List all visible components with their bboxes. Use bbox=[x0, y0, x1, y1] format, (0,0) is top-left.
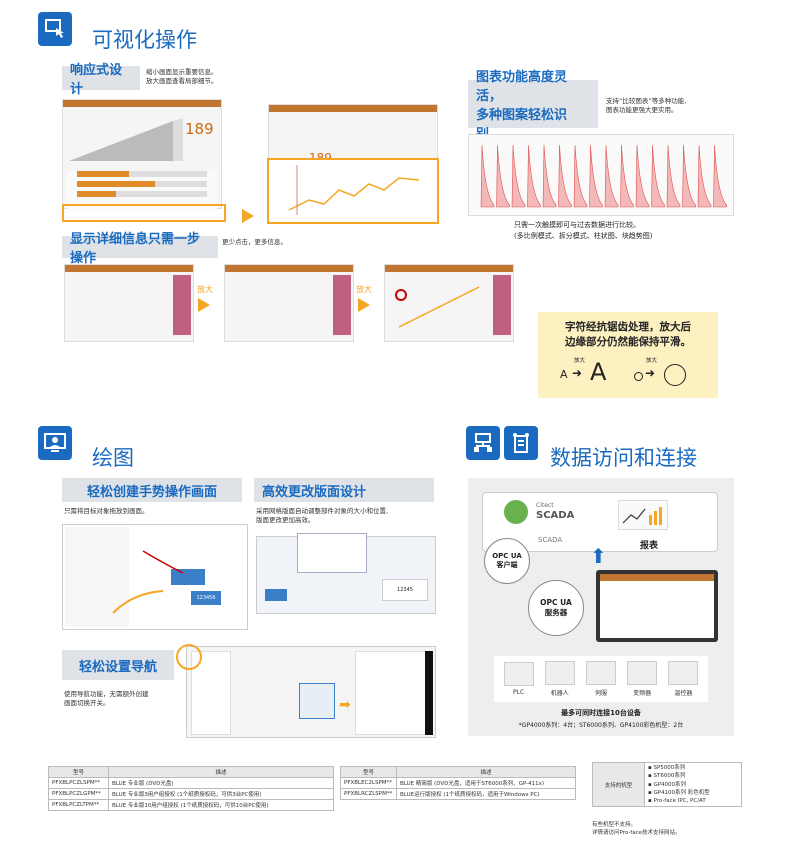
detail-screenshot-3 bbox=[384, 264, 514, 342]
chart-screenshot bbox=[468, 134, 734, 216]
touch-screen-icon bbox=[38, 12, 72, 46]
big-a: A bbox=[590, 358, 607, 386]
layout-screenshot: 12345 bbox=[256, 533, 436, 614]
chart-spike bbox=[635, 144, 650, 208]
chart-note: 支持“比较图表”等多种功能,图表功能更强大更实用。 bbox=[606, 97, 687, 114]
max-connect: 最多可同时连接10台设备 bbox=[561, 709, 641, 717]
detail-screenshot-1 bbox=[64, 264, 194, 342]
chart-spike bbox=[511, 144, 526, 208]
support-footnote: 有些机型不支持。详情请访问Pro-face技术支持网站。 bbox=[592, 822, 681, 836]
report-chart-icon bbox=[618, 500, 668, 530]
chart-spike bbox=[480, 144, 495, 208]
big-circle-icon bbox=[664, 364, 686, 386]
supported-models-table: 支持的机型 ▪ SP5000系列 ▪ ST6000系列 ▪ GP4000系列 ▪… bbox=[592, 761, 742, 808]
responsive-note: 缩小画面显示重要信息。放大画面查看局部细节。 bbox=[146, 68, 218, 85]
chart-spike bbox=[682, 144, 696, 208]
drawing-icon bbox=[38, 426, 72, 460]
small-a: A bbox=[560, 368, 568, 381]
detail-heading: 显示详细信息只需一步操作 bbox=[62, 232, 218, 266]
layout-note: 采用网格版面自动调整部件对象的大小和位置,版面更改更加高效。 bbox=[256, 507, 389, 524]
section-title-drawing: 绘图 bbox=[92, 446, 134, 470]
chart-heading: 图表功能高度灵活，多种图案轻松识别。 bbox=[468, 70, 598, 142]
nav-heading: 轻松设置导航 bbox=[62, 650, 174, 680]
device-inverter: 变频器 bbox=[627, 661, 658, 697]
nav-note: 使用导航功能，无需额外创建画面切换开关。 bbox=[64, 690, 149, 707]
chart-spike bbox=[604, 144, 619, 208]
gauge-value: 189 bbox=[185, 120, 214, 138]
chart-spike bbox=[527, 144, 541, 208]
network-icon bbox=[466, 426, 500, 460]
chart-spike bbox=[713, 144, 727, 208]
layout-heading: 高效更改版面设计 bbox=[254, 478, 434, 502]
gesture-heading: 轻松创建手势操作画面 bbox=[62, 478, 242, 502]
chart-spike bbox=[542, 144, 557, 208]
detail-note: 更少点击，更多信息。 bbox=[222, 238, 287, 246]
arrow-right-icon bbox=[358, 298, 370, 312]
table-row: PFXBLRCZLSPM**BLUE运行版授权 (1个纸质授权码，适用于Wind… bbox=[340, 788, 576, 800]
chart-spike bbox=[558, 144, 572, 208]
value-display: 123456 bbox=[191, 591, 221, 605]
device-robot: 机器人 bbox=[544, 661, 575, 697]
chart-spike bbox=[697, 144, 712, 208]
chart-caption: 只需一次触摸即可与过去数据进行比较。(多比例模式、拆分模式、柱状图、块趋势图) bbox=[514, 221, 653, 240]
chart-spike bbox=[589, 144, 603, 208]
gesture-screenshot: 123456 bbox=[62, 524, 248, 630]
detail-screenshot-2 bbox=[224, 264, 354, 342]
antialias-box: 字符经抗锯齿处理，放大后边缘部分仍然能保持平滑。 放大 放大 A ➜ A ➜ bbox=[538, 312, 718, 398]
product-table-1: 型号描述 PFXBLPCZLSPM**BLUE 专业版 (DVD光盘) PFXB… bbox=[48, 766, 334, 811]
chart-spike bbox=[666, 144, 681, 208]
chart-spike bbox=[573, 144, 588, 208]
table-row: PFXBLPCZLGPM**BLUE 专业版3用户组授权 (1个纸质授权码，可供… bbox=[48, 788, 334, 800]
gesture-note: 只需将目标对象拖放到画面。 bbox=[64, 507, 149, 515]
section-title-data: 数据访问和连接 bbox=[550, 446, 697, 470]
connection-icon bbox=[504, 426, 538, 460]
connect-footnote: *GP4000系列：4台；ST6000系列、GP4100彩色机型：2台 bbox=[518, 722, 684, 729]
nav-screenshot: ➡ bbox=[186, 646, 436, 738]
table-row: PFXBLPCZLTPM**BLUE 专业版10用户组授权 (1个纸质授权码，可… bbox=[48, 799, 334, 811]
device-servo: 伺服 bbox=[585, 661, 616, 697]
report-label: 报表 bbox=[640, 541, 659, 551]
chart-spike bbox=[496, 144, 510, 208]
arrow-up-icon: ⬆ bbox=[590, 544, 607, 568]
responsive-screenshot-small: 189 bbox=[62, 99, 222, 211]
chart-spike bbox=[620, 144, 634, 208]
small-circle-icon bbox=[634, 372, 643, 381]
section-title-visual: 可视化操作 bbox=[92, 28, 197, 52]
layout-value: 12345 bbox=[382, 579, 428, 601]
zoom-label-2: 放大 bbox=[356, 285, 372, 294]
device-temp-controller: 温控器 bbox=[668, 661, 699, 697]
table-row: PFXBLPCZLSPM**BLUE 专业版 (DVD光盘) bbox=[48, 777, 334, 789]
highlight-frame bbox=[62, 204, 226, 222]
responsive-heading: 响应式设计 bbox=[62, 63, 140, 97]
zoom-label-1: 放大 bbox=[197, 285, 213, 294]
scada-logo-icon bbox=[504, 500, 528, 524]
trend-zoom-frame bbox=[267, 158, 439, 224]
highlight-circle bbox=[176, 644, 202, 670]
chart-spike bbox=[651, 144, 665, 208]
arrow-right-icon bbox=[242, 209, 254, 223]
arrow-right-icon bbox=[198, 298, 210, 312]
hmi-device bbox=[596, 570, 718, 642]
device-plc: PLC bbox=[503, 662, 534, 696]
device-row: PLC 机器人 伺服 变频器 温控器 bbox=[494, 656, 708, 702]
table-row: PFXBLEC2LSPM**BLUE 精简版 (DVD光盘，适用于ST6000系… bbox=[340, 777, 576, 789]
product-table-2: 型号描述 PFXBLEC2LSPM**BLUE 精简版 (DVD光盘，适用于ST… bbox=[340, 766, 576, 800]
arrow-right-icon: ➡ bbox=[339, 697, 351, 713]
